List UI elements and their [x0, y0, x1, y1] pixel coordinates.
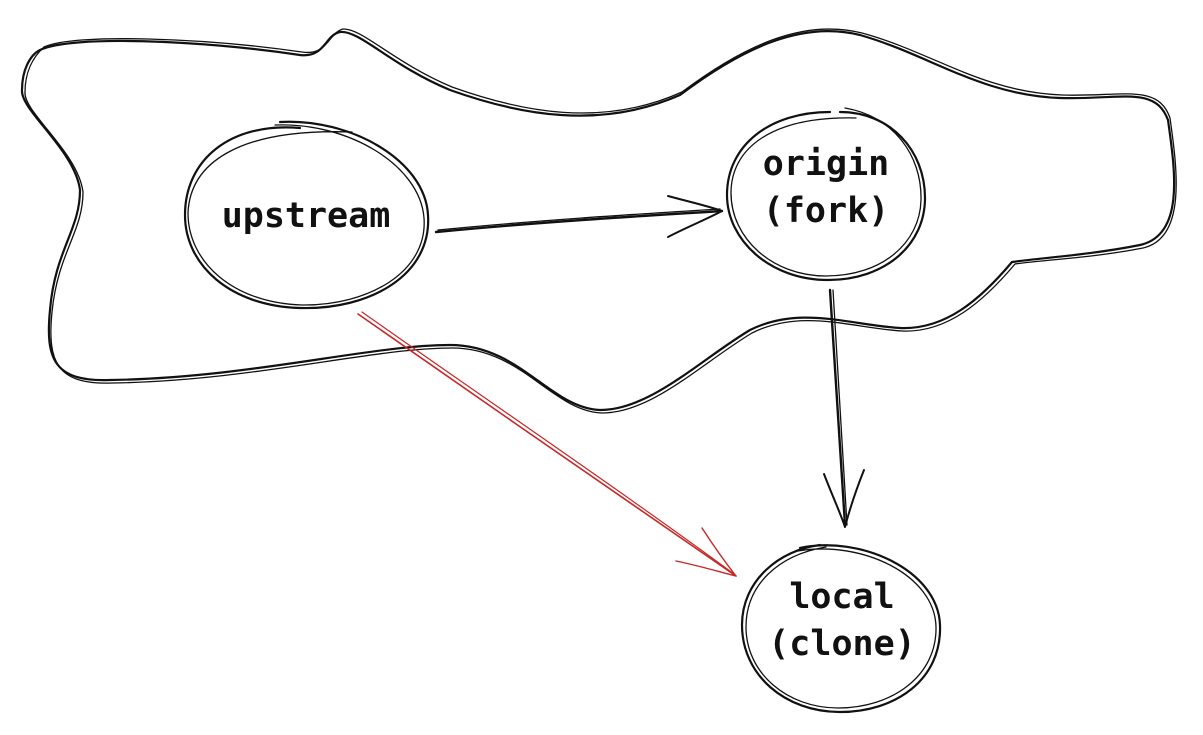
node-upstream-label: upstream	[222, 196, 391, 236]
node-local-label-line1: local	[789, 577, 894, 617]
node-local-label-line2: (clone)	[768, 624, 916, 664]
arrow-upstream-to-local	[357, 311, 737, 577]
arrow-upstream-to-origin	[434, 195, 724, 238]
node-upstream[interactable]: upstream	[183, 120, 430, 310]
remote-region	[20, 28, 1177, 414]
arrow-origin-to-local	[823, 288, 865, 528]
node-origin-label-line1: origin	[763, 144, 889, 184]
node-origin-outline	[725, 107, 927, 282]
node-local-outline	[740, 543, 942, 714]
node-origin[interactable]: origin (fork)	[725, 107, 927, 282]
node-upstream-outline	[183, 120, 430, 310]
node-local[interactable]: local (clone)	[740, 543, 942, 714]
node-origin-label-line2: (fork)	[763, 191, 889, 231]
